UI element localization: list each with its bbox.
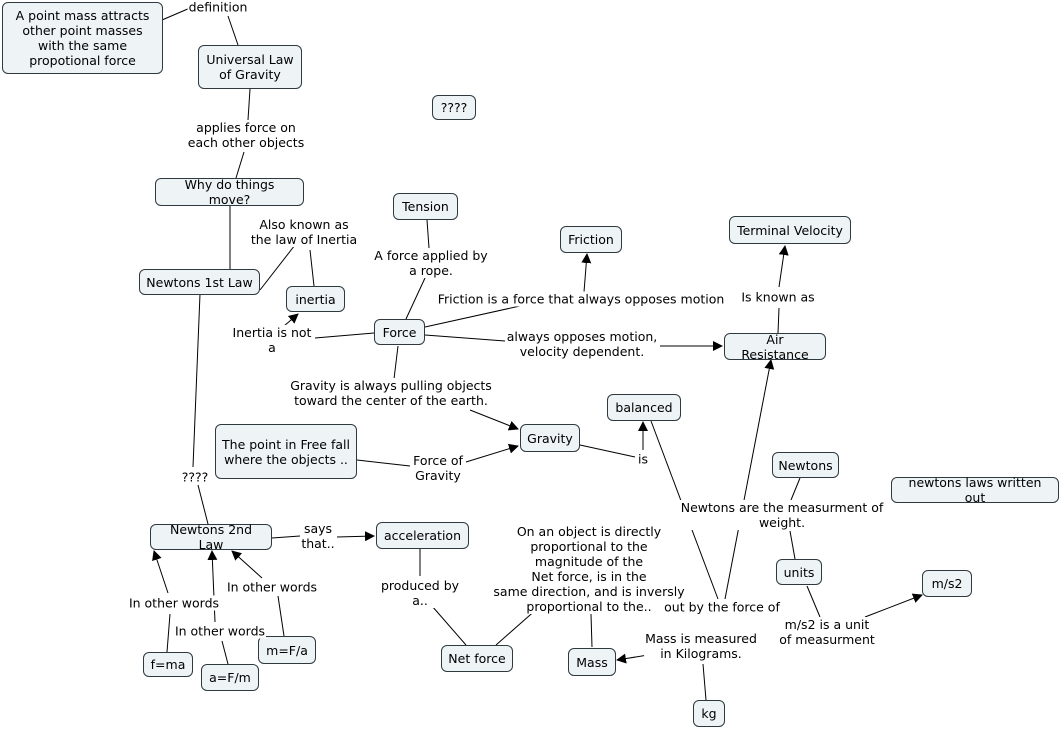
link-label-applied-by-rope: A force applied by a rope. — [373, 248, 489, 278]
link-line — [247, 88, 251, 121]
link-line — [283, 313, 299, 327]
concept-balanced[interactable]: balanced — [607, 394, 681, 421]
link-line — [789, 530, 796, 560]
link-label-measurement-of-weight: Newtons are the measurment of weight. — [679, 500, 885, 530]
concept-acceleration[interactable]: acceleration — [376, 522, 469, 549]
link-line — [724, 359, 775, 600]
link-label-m-s2-unit: m/s2 is a unit of measurment — [778, 617, 876, 647]
concept-inertia[interactable]: inertia — [286, 286, 345, 312]
link-line — [277, 595, 285, 637]
link-line — [426, 219, 430, 249]
link-label-definition: definition — [187, 0, 249, 15]
link-line — [790, 477, 801, 501]
link-label-mass-measured: Mass is measured in Kilograms. — [644, 631, 758, 661]
concept-why-do-things-move[interactable]: Why do things move? — [155, 177, 304, 207]
concept-friction[interactable]: Friction — [560, 226, 622, 253]
link-line — [161, 7, 191, 21]
link-line — [336, 531, 375, 542]
link-line — [702, 663, 707, 701]
concept-gravity[interactable]: Gravity — [520, 424, 580, 452]
link-line — [469, 409, 519, 431]
link-label-says-that: says that.. — [300, 521, 336, 551]
link-line — [314, 332, 375, 339]
concept-kg[interactable]: kg — [693, 700, 725, 727]
link-line — [431, 605, 467, 646]
link-line — [227, 15, 239, 46]
link-label-is: is — [637, 451, 649, 467]
link-label-in-other-words-2: In other words — [173, 623, 267, 639]
concept-newtons-1st-law[interactable]: Newtons 1st Law — [139, 269, 260, 295]
link-line — [152, 550, 169, 594]
link-label-question-mid: ???? — [180, 469, 210, 485]
link-line — [590, 613, 593, 648]
link-line — [777, 307, 780, 334]
link-line — [581, 253, 592, 293]
link-line — [778, 245, 789, 288]
link-label-produced-by: produced by a.. — [379, 578, 461, 608]
link-line — [806, 585, 821, 618]
link-line — [616, 653, 649, 664]
concept-mass[interactable]: Mass — [568, 648, 616, 676]
link-line — [424, 334, 506, 342]
link-label-directly-proportional: On an object is directly proportional to… — [492, 524, 686, 614]
link-line — [864, 593, 923, 618]
link-line — [231, 550, 263, 579]
link-line — [465, 443, 519, 463]
concept-point-mass-definition[interactable]: A point mass attracts other point masses… — [2, 2, 163, 74]
link-line — [207, 550, 218, 623]
link-label-friction-opposes: Friction is a force that always opposes … — [436, 291, 726, 307]
link-line — [405, 277, 426, 320]
link-line — [192, 293, 201, 468]
concept-free-fall-point[interactable]: The point in Free fall where the objects… — [215, 424, 357, 479]
link-line — [271, 535, 301, 539]
link-line — [393, 345, 399, 380]
concept-m-s2[interactable]: m/s2 — [922, 570, 972, 597]
concept-force[interactable]: Force — [374, 319, 425, 345]
link-label-applies-force: applies force on each other objects — [186, 120, 306, 150]
link-line — [235, 151, 245, 179]
link-line — [579, 444, 636, 458]
concept-newtons-laws-written-out[interactable]: newtons laws written out — [891, 475, 1059, 505]
concept-a-equals-f-over-m[interactable]: a=F/m — [201, 664, 259, 691]
link-line — [356, 459, 411, 467]
link-line — [424, 305, 521, 328]
concept-newtons-unit[interactable]: Newtons — [772, 452, 839, 478]
link-label-is-known-as: Is known as — [740, 289, 816, 305]
concept-air-resistance[interactable]: Air Resistance — [724, 332, 826, 362]
link-line — [197, 484, 209, 525]
concept-net-force[interactable]: Net force — [441, 645, 513, 672]
concept-newtons-2nd-law[interactable]: Newtons 2nd Law — [150, 522, 272, 552]
link-line — [495, 607, 539, 646]
link-label-in-other-words-1: In other words — [127, 595, 221, 611]
concept-terminal-velocity[interactable]: Terminal Velocity — [729, 216, 851, 244]
link-label-also-known-as: Also known as the law of Inertia — [249, 217, 359, 247]
link-line — [309, 249, 315, 287]
link-label-out-by-force: out by the force of — [663, 599, 781, 615]
concept-tension[interactable]: Tension — [393, 193, 458, 220]
link-label-force-of-gravity: Force of Gravity — [412, 453, 464, 483]
concept-m-equals-f-over-a[interactable]: m=F/a — [258, 636, 316, 664]
link-label-gravity-pulling: Gravity is always pulling objects toward… — [289, 378, 493, 408]
concept-f-equals-ma[interactable]: f=ma — [143, 652, 193, 677]
link-label-always-opposes: always opposes motion, velocity dependen… — [505, 329, 659, 359]
link-label-in-other-words-3: In other words — [225, 579, 319, 595]
concept-universal-law-of-gravity[interactable]: Universal Law of Gravity — [198, 45, 302, 89]
concept-units[interactable]: units — [776, 559, 822, 585]
concept-question-top[interactable]: ???? — [432, 95, 476, 120]
link-line — [221, 640, 229, 665]
link-line — [259, 244, 296, 291]
link-label-inertia-is-not: Inertia is not a — [231, 325, 313, 355]
link-line — [166, 613, 171, 653]
